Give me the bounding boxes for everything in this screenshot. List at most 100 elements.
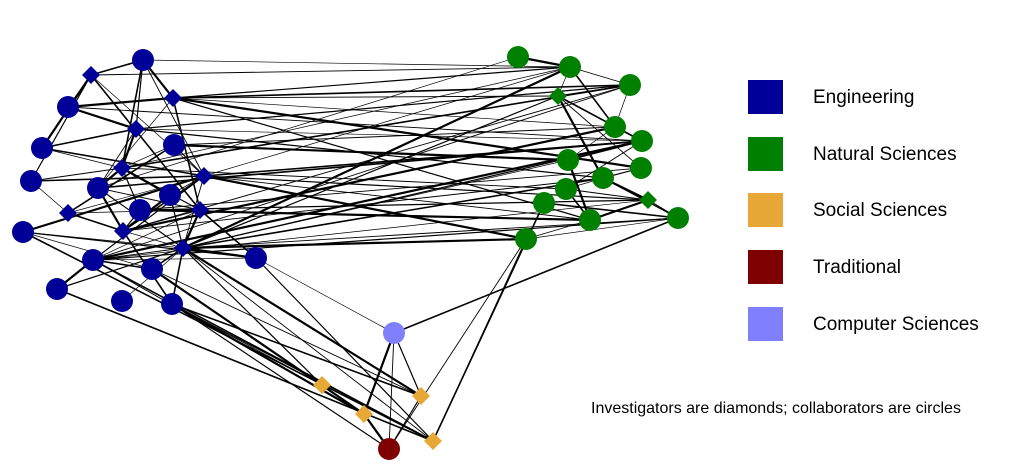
network-nodes (12, 46, 689, 460)
edge-e24-s1 (171, 303, 323, 386)
node-e19-circle (12, 221, 34, 243)
edge-e3-n6 (67, 106, 643, 142)
legend-label-social-sciences: Social Sciences (813, 200, 948, 221)
edge-n13-n14 (525, 217, 679, 240)
edge-e15-n12 (139, 199, 649, 211)
edge-e4-e3 (67, 96, 174, 109)
node-e9-circle (20, 170, 42, 192)
edge-n6-n10 (565, 140, 643, 190)
node-e2-diamond (82, 66, 100, 84)
node-n5-circle (604, 116, 626, 138)
node-n13-circle (667, 207, 689, 229)
node-e14-diamond (59, 204, 77, 222)
edge-e10-n1 (97, 56, 519, 189)
edge-e19-e21 (22, 231, 257, 259)
edge-e15-n11 (139, 208, 591, 222)
edge-e4-n3 (172, 95, 559, 99)
edge-e2-e13 (90, 74, 201, 211)
node-n14-circle (515, 228, 537, 250)
node-n4-circle (619, 74, 641, 96)
edge-e24-s2 (171, 303, 365, 415)
shape-legend-note: Investigators are diamonds; collaborator… (591, 400, 961, 417)
node-e4-diamond (164, 89, 182, 107)
edge-e2-e11 (90, 74, 205, 177)
node-s2-diamond (355, 405, 373, 423)
node-e17-diamond (174, 239, 192, 257)
edge-e24-s3 (171, 303, 422, 397)
node-n11-circle (579, 209, 601, 231)
legend-swatch-traditional (748, 250, 783, 284)
legend-label-natural-sciences: Natural Sciences (813, 144, 957, 165)
edge-e1-n2 (142, 59, 571, 68)
legend-item-natural-sciences: Natural Sciences (748, 137, 1008, 171)
legend-swatch-computer-sciences (748, 307, 783, 341)
edge-e13-e21 (199, 209, 257, 259)
node-e3-circle (57, 96, 79, 118)
edge-c1-n13 (393, 217, 679, 334)
edge-e4-n4 (172, 84, 631, 99)
edge-n11-n14 (525, 219, 591, 240)
node-e1-circle (132, 49, 154, 71)
edge-e24-t1 (171, 303, 390, 450)
node-e21-circle (245, 247, 267, 269)
edge-e6-e8 (41, 147, 123, 169)
edge-n6-n7 (567, 140, 643, 161)
node-e5-diamond (127, 120, 145, 138)
node-n8-circle (630, 157, 652, 179)
edge-e1-e8 (121, 59, 144, 169)
edge-e5-n4 (135, 84, 631, 130)
node-e16-diamond (114, 222, 132, 240)
node-s1-diamond (313, 376, 331, 394)
node-n12-diamond (639, 191, 657, 209)
edge-e8-n2 (121, 66, 571, 169)
edge-n9-n13 (602, 177, 679, 219)
edge-e17-s3 (182, 247, 422, 397)
edge-e14-e16 (67, 212, 124, 232)
edge-e7-n5 (173, 126, 616, 146)
node-e15-circle (129, 199, 151, 221)
node-n10-circle (555, 178, 577, 200)
node-e22-circle (46, 278, 68, 300)
edge-e16-e17 (122, 230, 184, 249)
edge-n4-n3 (557, 84, 631, 97)
edge-n10-n12 (565, 188, 649, 201)
network-edges (22, 55, 679, 450)
node-e12-circle (159, 184, 181, 206)
edge-e17-n14 (182, 237, 527, 250)
edge-e11-n6 (203, 140, 643, 177)
edge-e17-n13 (182, 217, 679, 249)
edge-n13-n15 (543, 202, 679, 219)
node-e11-diamond (195, 167, 213, 185)
node-s3-diamond (412, 387, 430, 405)
legend-item-traditional: Traditional (748, 250, 1008, 284)
edge-n3-n9 (557, 95, 604, 179)
node-n9-circle (592, 167, 614, 189)
edge-n2-n5 (569, 66, 616, 128)
edge-e17-n3 (182, 95, 559, 249)
edge-e5-e6 (41, 128, 137, 149)
edge-e17-e18 (92, 247, 184, 261)
edge-e8-e9 (30, 167, 123, 182)
edge-e21-c1 (255, 257, 395, 334)
edge-e2-n2 (90, 66, 571, 76)
edge-c1-s2 (362, 332, 396, 415)
edge-e3-e5 (67, 105, 137, 131)
edge-e17-s4 (182, 247, 434, 442)
edge-e9-e11 (30, 175, 205, 182)
legend-item-computer-sciences: Computer Sciences (748, 307, 1008, 341)
node-e10-circle (87, 177, 109, 199)
node-n6-circle (631, 130, 653, 152)
node-s4-diamond (424, 432, 442, 450)
edge-e11-n2 (203, 66, 571, 177)
edge-e20-s2 (151, 268, 365, 415)
node-t1-circle (378, 438, 400, 460)
edge-e24-s4 (171, 303, 434, 442)
edge-e11-e18 (92, 175, 205, 261)
edge-e11-n14 (203, 174, 527, 241)
edge-e4-e10 (97, 97, 174, 189)
edge-e17-n9 (182, 177, 604, 249)
edge-e18-n4 (92, 84, 631, 261)
node-n2-circle (559, 56, 581, 78)
edge-e4-e13 (172, 97, 201, 211)
